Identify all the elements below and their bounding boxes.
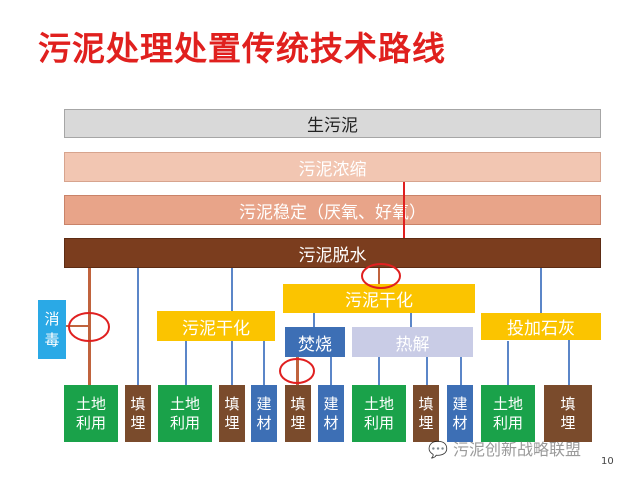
stage-stabilization: 污泥稳定（厌氧、好氧） [64,195,601,225]
branch-drying-left: 污泥干化 [157,311,275,341]
connector-dry-center [378,268,380,284]
outcome-building-3: 建 材 [447,385,473,442]
connector-to-disinfect [66,325,89,327]
outcome-landfill-5: 填 埋 [544,385,592,442]
connector-pyrolysis-c [460,357,462,385]
connector-dry-left-down-c [263,341,265,385]
connector-incinerate [313,313,315,327]
connector-landfill-1 [137,268,139,385]
outcome-landfill-2: 填 埋 [219,385,245,442]
connector-incinerate-landfill [296,357,299,385]
branch-lime-addition: 投加石灰 [481,313,601,340]
connector-pyrolysis [410,313,412,327]
page-number: 10 [601,456,614,467]
outcome-landfill-4: 填 埋 [413,385,439,442]
outcome-land-use-3: 土地 利用 [352,385,406,442]
connector-red-vertical [403,182,405,238]
connector-dry-left-down-a [185,341,187,385]
branch-pyrolysis: 热解 [352,327,473,357]
connector-lime-down [507,341,509,385]
outcome-building-1: 建 材 [251,385,277,442]
outcome-landfill-3: 填 埋 [285,385,311,442]
connector-main-brown [88,268,91,387]
connector-pyrolysis-a [378,357,380,385]
page-title: 污泥处理处置传统技术路线 [38,29,446,68]
stage-thickening: 污泥浓缩 [64,152,601,182]
highlight-ellipse-dewater-output [361,263,401,289]
branch-incineration: 焚烧 [285,327,345,357]
connector-dry-left-down-b [231,341,233,385]
branch-disinfection: 消 毒 [38,300,66,359]
highlight-ellipse-disinfection [68,312,110,342]
connector-incinerate-building [330,357,332,385]
connector-landfill-last [568,340,570,385]
connector-lime [540,268,542,313]
stage-dewatering: 污泥脱水 [64,238,601,268]
watermark-text: 污泥创新战略联盟 [453,440,582,459]
highlight-ellipse-incineration [279,358,315,384]
outcome-land-use-2: 土地 利用 [158,385,212,442]
outcome-landfill-1: 填 埋 [125,385,151,442]
watermark: 💬 污泥创新战略联盟 [428,436,581,460]
outcome-land-use-4: 土地 利用 [481,385,535,442]
wechat-icon: 💬 [428,440,448,459]
connector-dry-left [231,268,233,311]
outcome-land-use-1: 土地 利用 [64,385,118,442]
outcome-building-2: 建 材 [318,385,344,442]
connector-pyrolysis-b [426,357,428,385]
stage-raw-sludge: 生污泥 [64,109,601,138]
